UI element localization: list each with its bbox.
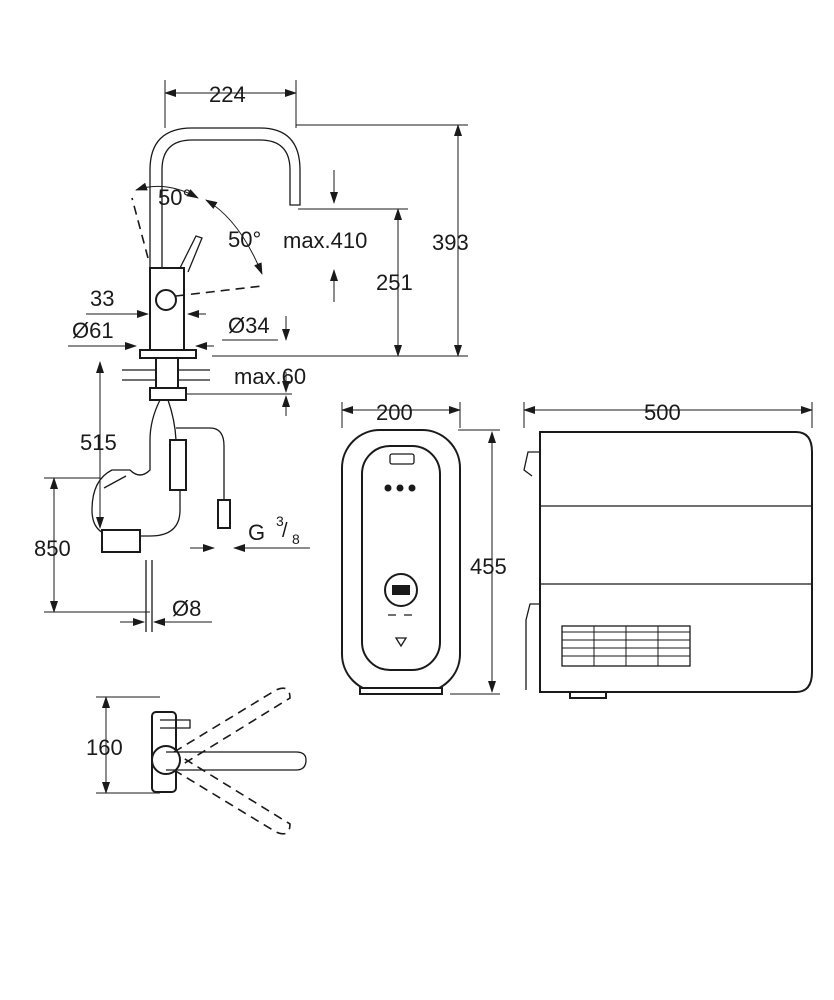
spout: [149, 127, 301, 268]
dim-total-height: 393: [432, 230, 469, 255]
indicator-dot: [408, 484, 416, 492]
dim-max-deck-thickness: max.60: [234, 364, 306, 389]
dim-base-diameter: Ø61: [72, 318, 114, 343]
vent-grille: [561, 625, 691, 667]
hose-connector: [169, 439, 187, 491]
shank: [155, 357, 179, 389]
thread-slash: /: [282, 520, 288, 542]
chiller-front-panel: [361, 445, 441, 671]
valve: [217, 499, 231, 529]
side-cable: [525, 603, 540, 690]
indicator-dot: [396, 484, 404, 492]
chiller-front-view: 200 455: [341, 400, 507, 695]
lever-pivot: [155, 289, 177, 311]
faucet-side-view: 224 393 251 max.410 50° 50° 33 Ø61 Ø34 m…: [34, 80, 469, 632]
gauge-bar: [392, 585, 410, 595]
top-connector: [523, 451, 540, 477]
lever-swing-dashed: [175, 285, 263, 297]
chiller-side-body: [539, 431, 813, 693]
dim-lever-range: 160: [86, 735, 123, 760]
lever-tab: [160, 719, 191, 729]
dim-lever-offset: 33: [90, 286, 114, 311]
display-icon: [389, 453, 415, 465]
dim-thread-num: 3: [276, 513, 284, 529]
tube: [145, 560, 153, 632]
hose: [91, 399, 181, 537]
chiller-front-foot: [359, 687, 443, 695]
side-foot: [569, 691, 607, 699]
drop-icon: [394, 637, 408, 648]
dim-hole-diameter: Ø34: [228, 313, 270, 338]
dim-hose-length: 515: [80, 430, 117, 455]
dim-thread-g: G: [248, 520, 265, 545]
indicator-dot: [384, 484, 392, 492]
dim-unit-width: 200: [376, 400, 413, 425]
spout-swing-down: [173, 755, 291, 835]
dim-spout-height: 251: [376, 270, 413, 295]
dim-tube-diameter: Ø8: [172, 596, 201, 621]
lever-center: [151, 745, 181, 775]
dim-thread-den: 8: [292, 531, 300, 547]
supply-pipe: [176, 427, 225, 500]
dim-faucet-width: 224: [209, 82, 246, 107]
spout-top: [166, 751, 307, 771]
dim-swivel-angle-1: 50°: [158, 185, 191, 210]
mount-nut: [149, 387, 187, 401]
filter-head: [101, 529, 141, 553]
dim-unit-height: 455: [470, 554, 507, 579]
lever-top-view: 160: [86, 687, 307, 835]
spout-swing-up: [173, 687, 291, 767]
lever-handle: [179, 235, 203, 273]
dim-unit-depth: 500: [644, 400, 681, 425]
dim-supply-length: 850: [34, 536, 71, 561]
faucet-base: [139, 349, 197, 359]
chiller-side-view: 500: [523, 400, 813, 699]
lever-swing-dashed-2: [131, 197, 149, 259]
faucet-body: [149, 267, 185, 359]
dim-max-spout-height: max.410: [283, 228, 367, 253]
hose-break-marker: [103, 475, 127, 489]
dim-swivel-angle-2: 50°: [228, 227, 261, 252]
